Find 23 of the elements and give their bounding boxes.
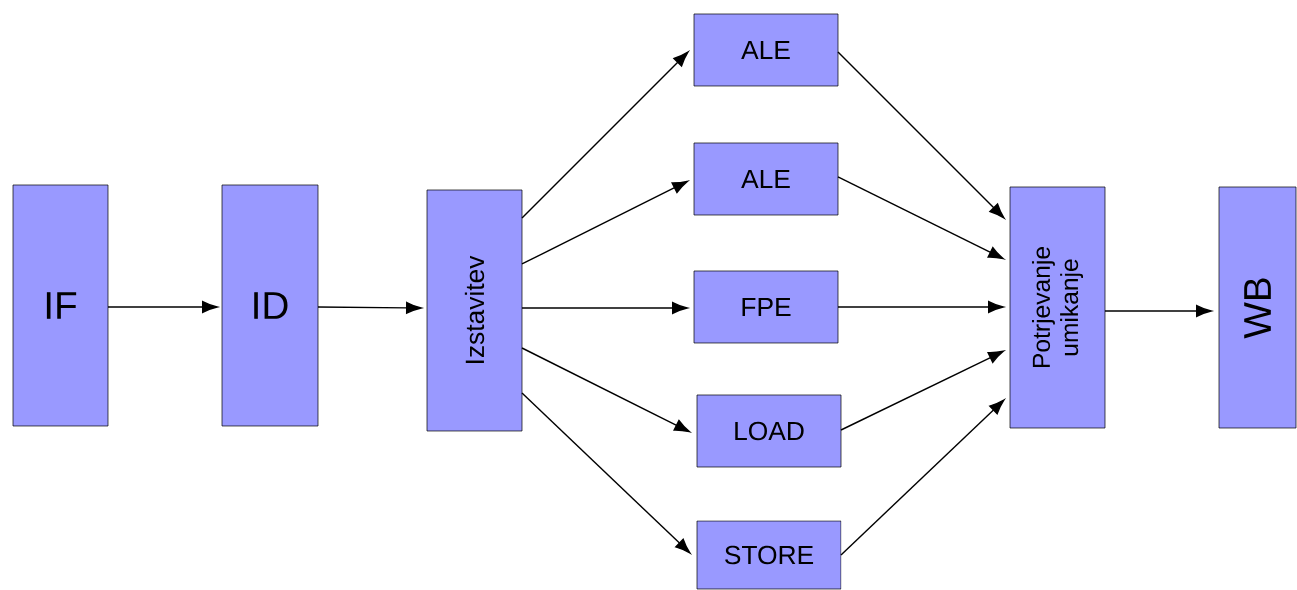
stage-box: ID bbox=[221, 184, 319, 427]
arrow bbox=[521, 180, 689, 265]
arrow bbox=[840, 350, 1004, 431]
arrow bbox=[521, 302, 688, 314]
arrow bbox=[1104, 305, 1212, 317]
arrow bbox=[837, 51, 1005, 219]
stage-box: IF bbox=[12, 184, 109, 427]
stage-box: WB bbox=[1218, 186, 1297, 429]
arrow bbox=[107, 301, 218, 313]
arrow bbox=[521, 392, 691, 554]
stage-box: Potrjevanje umikanje bbox=[1009, 186, 1106, 429]
unit-box: STORE bbox=[696, 520, 842, 590]
arrow bbox=[837, 301, 1004, 313]
unit-box: ALE bbox=[693, 142, 839, 216]
unit-box: FPE bbox=[693, 270, 839, 344]
arrow bbox=[840, 399, 1005, 556]
arrow bbox=[837, 176, 1005, 260]
arrow bbox=[317, 301, 422, 314]
arrow bbox=[521, 51, 689, 219]
unit-box: ALE bbox=[693, 13, 839, 87]
unit-box: LOAD bbox=[696, 394, 842, 468]
stage-box: Izstavitev bbox=[426, 189, 523, 432]
arrow bbox=[521, 347, 691, 433]
